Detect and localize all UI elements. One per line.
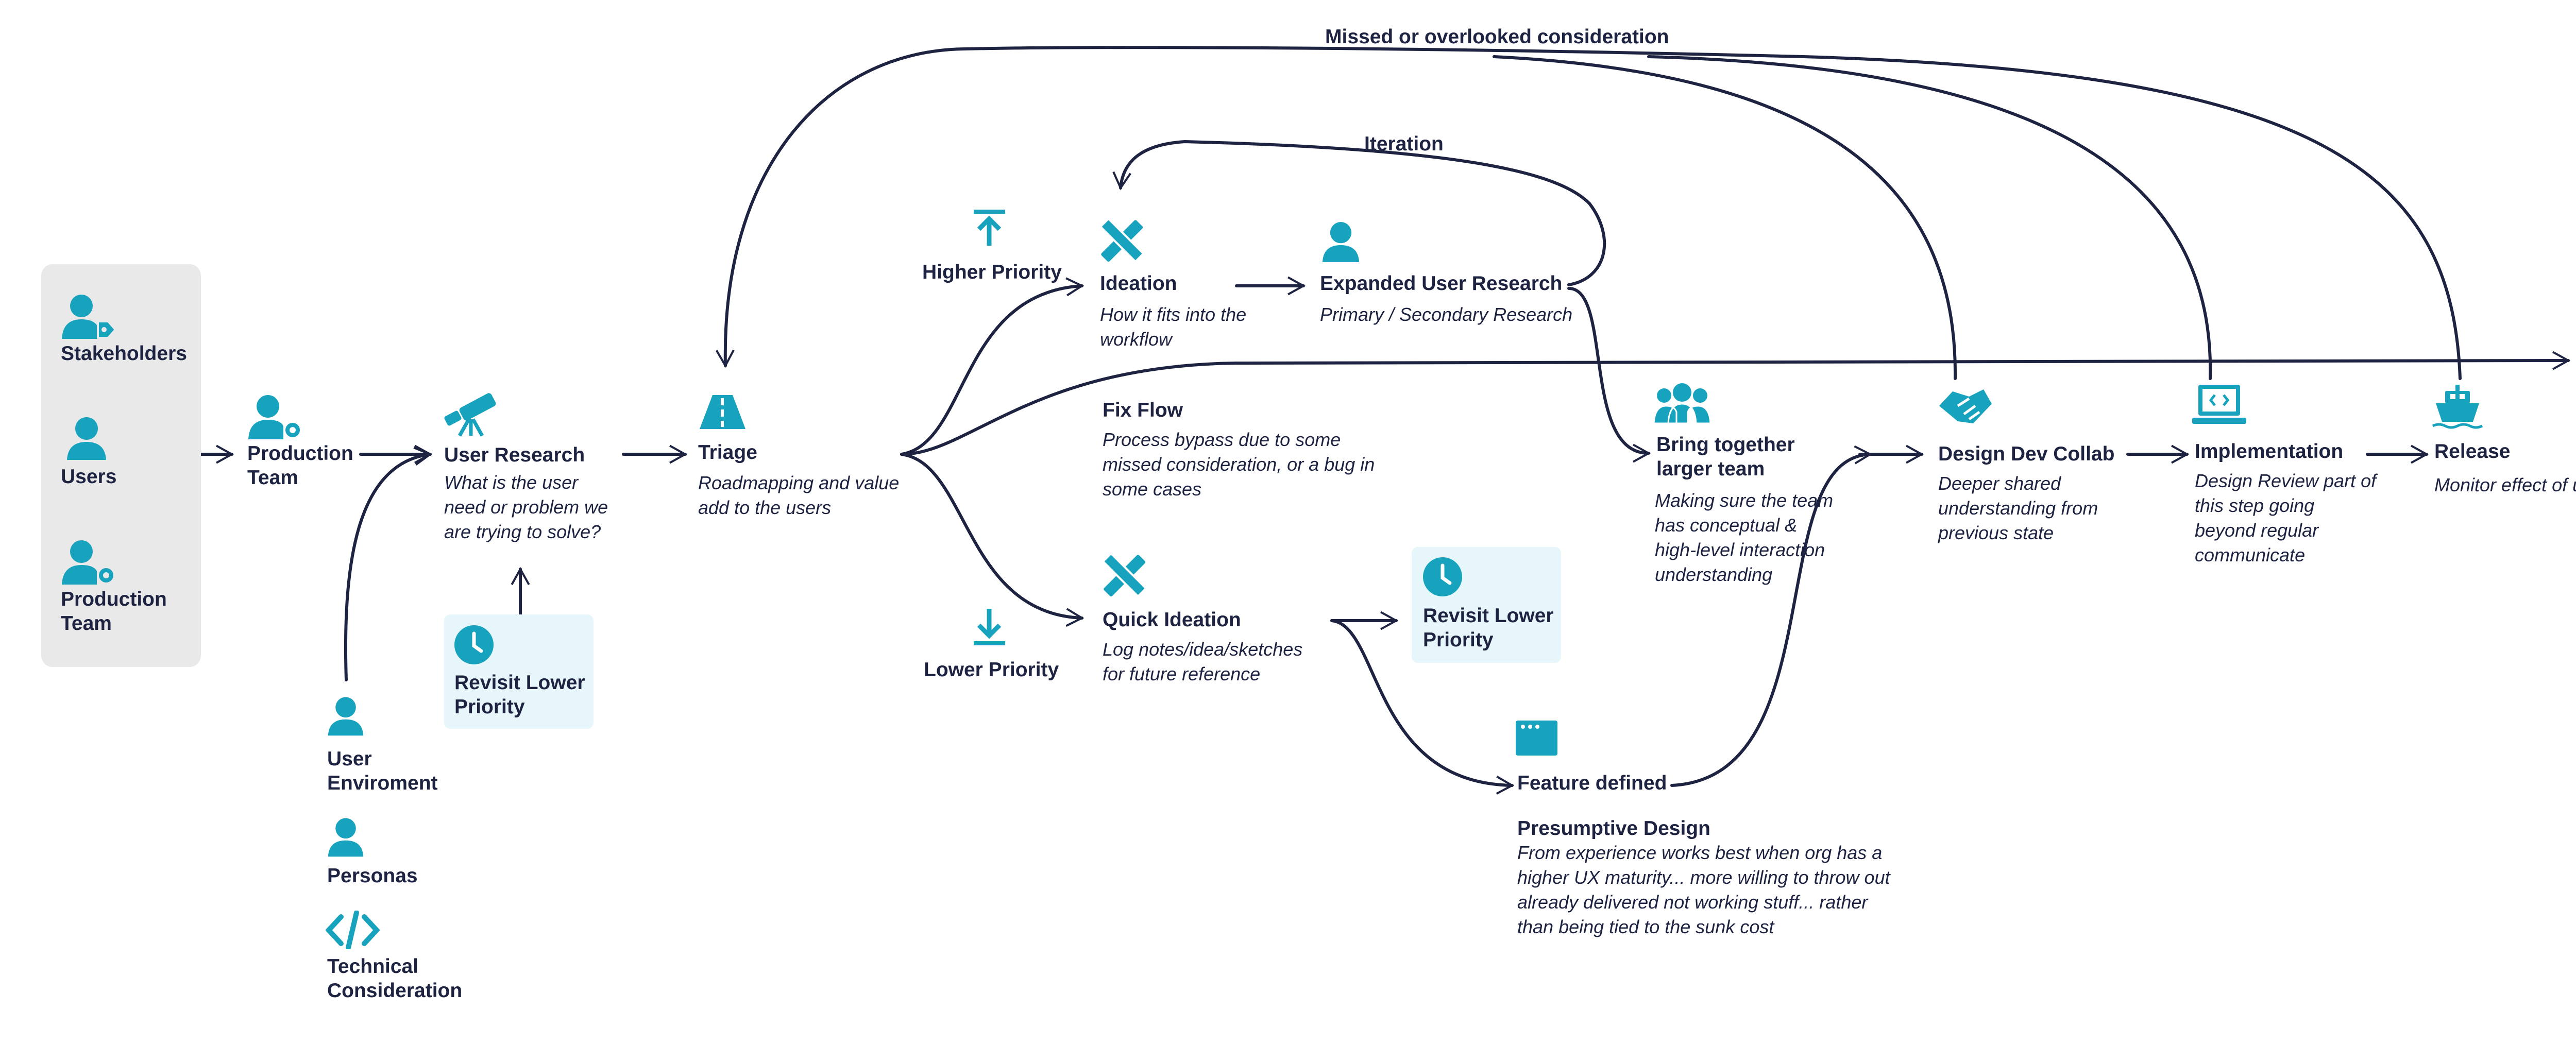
bring-together-title: Bring together larger team	[1656, 434, 1795, 480]
person-icon	[328, 818, 364, 857]
release-desc: Monitor effect of updates	[2434, 474, 2576, 495]
pencil-ruler-icon	[1100, 219, 1144, 262]
feature-defined-title: Feature defined	[1517, 772, 1667, 794]
arrow-down-bar-icon	[974, 609, 1005, 645]
design-dev-title: Design Dev Collab	[1938, 443, 2115, 465]
missed-consideration-label: Missed or overlooked consideration	[1325, 26, 1669, 48]
clock-icon	[454, 625, 494, 664]
expanded-research-desc: Primary / Secondary Research	[1320, 304, 1573, 325]
arrow-feature-to-design	[1670, 445, 1873, 787]
presumptive-design-title: Presumptive Design	[1517, 817, 1710, 840]
user-research-title: User Research	[444, 444, 585, 466]
missed-loop-impl	[1647, 55, 2212, 380]
code-icon	[326, 911, 380, 949]
implementation-title: Implementation	[2195, 440, 2344, 462]
person-tag-icon	[62, 295, 117, 339]
laptop-code-icon	[2192, 385, 2246, 424]
ideation-title: Ideation	[1100, 272, 1177, 295]
arrow-triage-to-ideation	[900, 277, 1084, 456]
technical-consideration-label: Technical Consideration	[327, 955, 463, 1002]
user-environment-label: User Enviroment	[327, 748, 438, 794]
revisit-lower-priority-label: Revisit Lower Priority	[1423, 605, 1554, 651]
pencil-ruler-icon	[1103, 554, 1146, 597]
lower-priority-label: Lower Priority	[924, 659, 1059, 681]
users-label: Users	[61, 466, 117, 488]
triage-title: Triage	[698, 441, 757, 464]
quick-ideation-desc: Log notes/idea/sketches for future refer…	[1103, 639, 1303, 684]
person-gear-icon	[62, 540, 115, 585]
road-icon	[700, 395, 745, 429]
revisit-lower-priority-label: Revisit Lower Priority	[454, 672, 585, 718]
expanded-research-title: Expanded User Research	[1320, 272, 1563, 295]
missed-loop	[715, 46, 2462, 380]
group-icon	[1654, 383, 1710, 424]
person-icon	[328, 697, 364, 736]
presumptive-design-desc: From experience works best when org has …	[1517, 842, 1890, 937]
higher-priority-label: Higher Priority	[922, 261, 1062, 283]
implementation-desc: Design Review part of this step going be…	[2195, 470, 2377, 566]
person-gear-icon	[248, 395, 302, 439]
bring-together-desc: Making sure the team has conceptual & hi…	[1655, 490, 1834, 585]
arrow-up-bar-icon	[974, 210, 1005, 246]
arrow-triage-to-quick	[900, 453, 1084, 627]
handshake-icon	[1939, 389, 1992, 423]
arrow-environment-to-research	[344, 447, 433, 681]
ship-icon	[2432, 385, 2483, 429]
person-icon	[67, 417, 106, 460]
stakeholders-label: Stakeholders	[61, 342, 187, 365]
personas-label: Personas	[327, 865, 418, 887]
iteration-label: Iteration	[1364, 133, 1444, 155]
fix-flow-title: Fix Flow	[1103, 399, 1183, 421]
arrow-main-line	[900, 351, 2571, 456]
missed-loop-design	[1493, 55, 1957, 380]
ideation-desc: How it fits into the workflow	[1100, 304, 1247, 350]
arrow-quick-to-feature	[1330, 619, 1515, 795]
production-team-title: Production Team	[247, 442, 353, 489]
production-team-input-label: Production Team	[61, 588, 167, 635]
fix-flow-desc: Process bypass due to some missed consid…	[1103, 429, 1375, 500]
user-research-desc: What is the user need or problem we are …	[444, 472, 608, 542]
person-icon	[1322, 222, 1360, 262]
quick-ideation-title: Quick Ideation	[1103, 609, 1241, 631]
telescope-icon	[444, 393, 496, 437]
triage-desc: Roadmapping and value add to the users	[698, 472, 900, 518]
release-title: Release	[2434, 440, 2511, 462]
design-dev-desc: Deeper shared understanding from previou…	[1938, 473, 2098, 543]
iteration-loop	[1112, 140, 1606, 286]
browser-window-icon	[1516, 721, 1557, 756]
arrow-expanded-to-bring	[1567, 287, 1651, 463]
clock-icon	[1423, 557, 1462, 596]
